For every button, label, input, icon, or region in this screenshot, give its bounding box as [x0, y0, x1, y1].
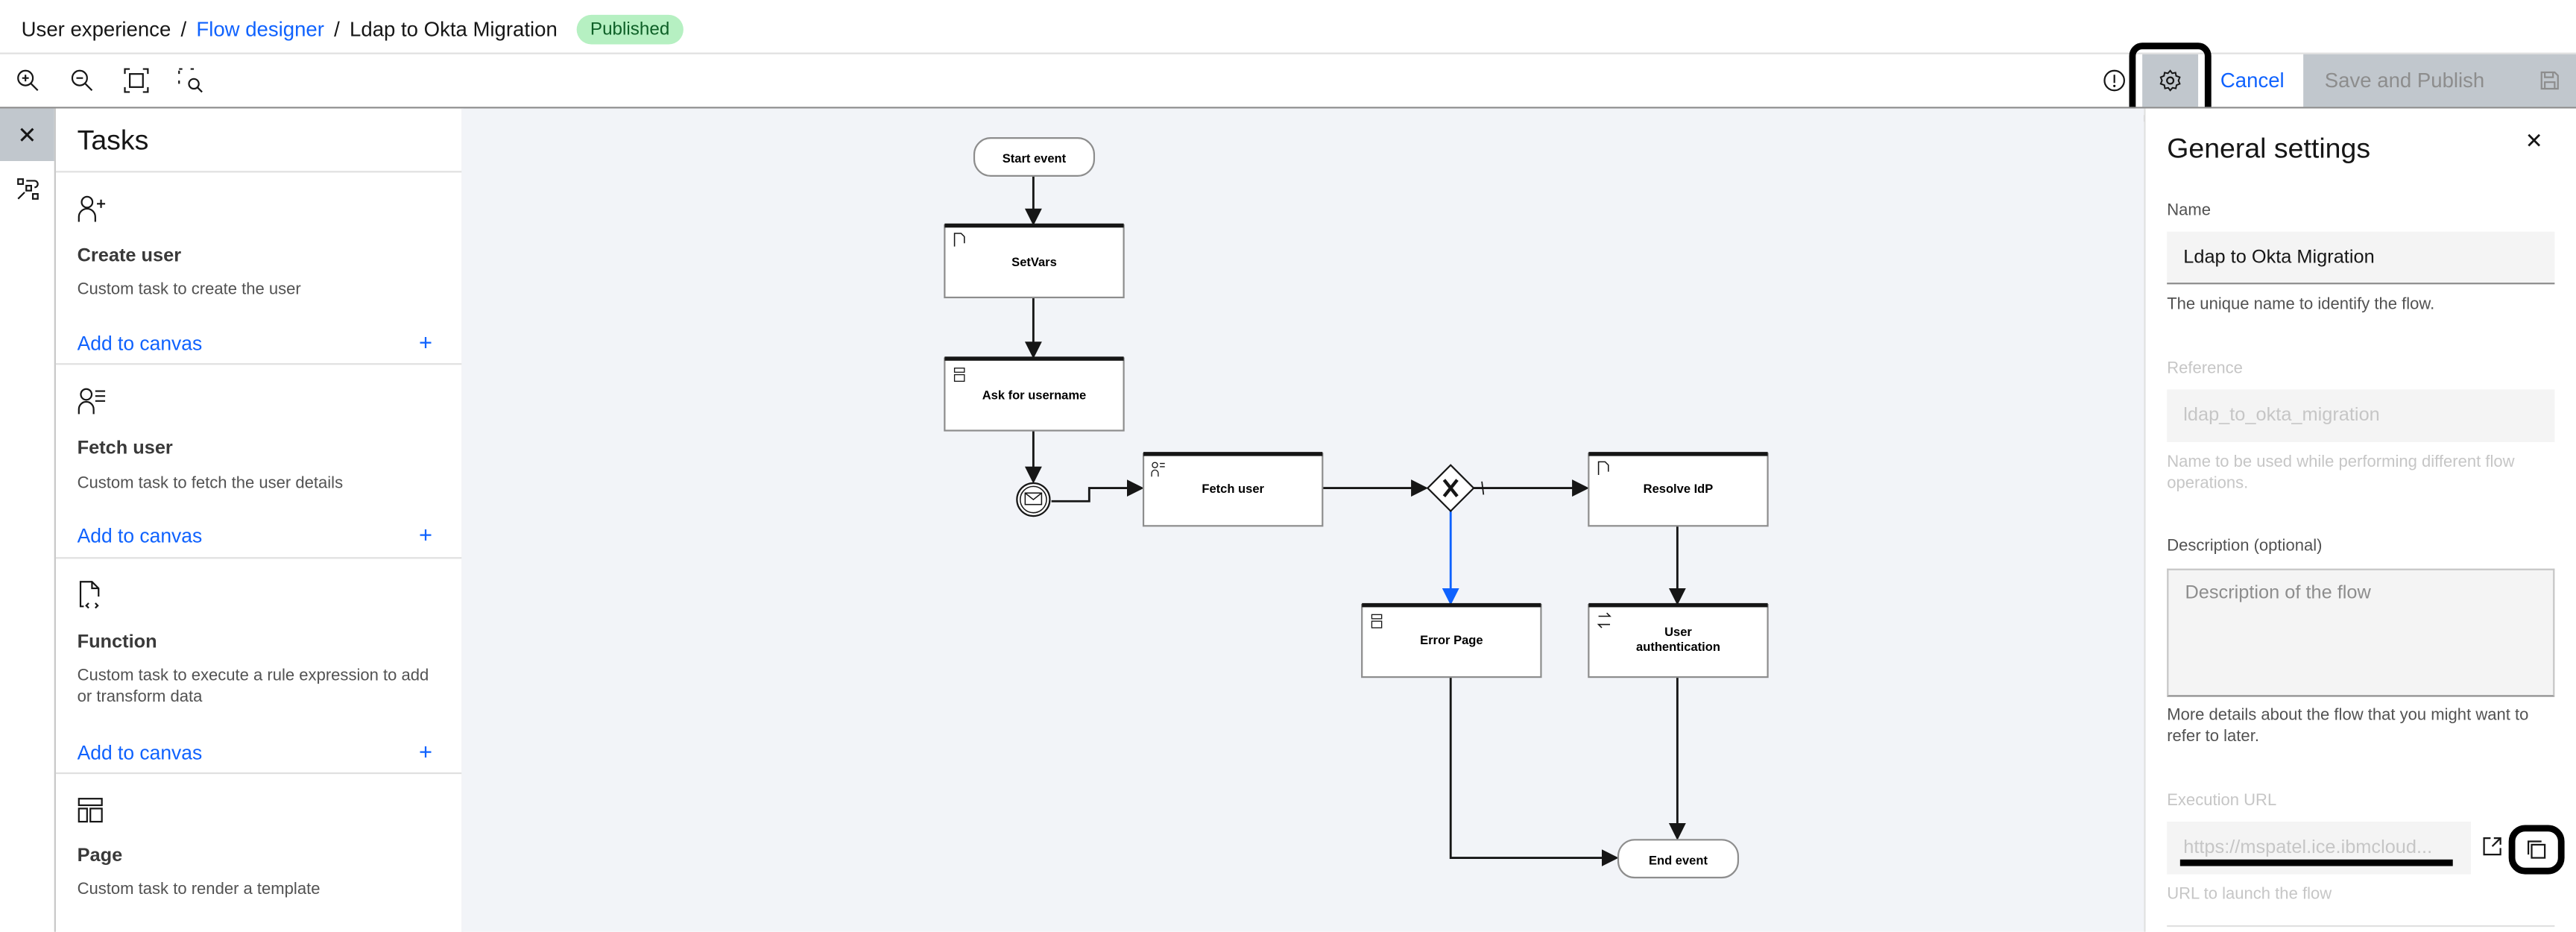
page-layout-icon — [78, 798, 103, 823]
breadcrumb: User experience/ Flow designer/ Ldap to … — [21, 14, 684, 45]
node-label: Fetch user — [1202, 482, 1264, 496]
description-helper: More details about the flow that you mig… — [2167, 706, 2529, 746]
node-label: authentication — [1636, 640, 1720, 654]
page-icon — [953, 368, 965, 373]
task-name: Create user — [77, 246, 182, 267]
node-label: Start event — [1003, 151, 1067, 166]
tasks-title: Tasks — [77, 125, 149, 157]
tasks-panel: Tasks Create user Custom task to create … — [55, 108, 464, 932]
close-panel-button[interactable]: ✕ — [2525, 127, 2543, 153]
exclusive-gateway-node[interactable] — [1426, 464, 1475, 513]
node-label: Error Page — [1420, 633, 1483, 647]
add-icon[interactable]: + — [419, 737, 433, 764]
add-icon[interactable]: + — [419, 328, 433, 356]
end-event-node[interactable]: End event — [1617, 839, 1740, 879]
task-node-fetch-user[interactable]: Fetch user — [1142, 452, 1324, 527]
node-label: SetVars — [1011, 255, 1057, 269]
close-icon: ✕ — [17, 121, 37, 148]
name-helper: The unique name to identify the flow. — [2167, 295, 2435, 314]
user-list-icon — [78, 388, 106, 415]
task-name: Page — [77, 846, 123, 866]
reference-label: Reference — [2167, 359, 2243, 378]
reference-helper: Name to be used while performing differe… — [2167, 453, 2515, 494]
function-icon — [1597, 461, 1609, 475]
task-name: Function — [77, 632, 157, 653]
message-event-node[interactable] — [1016, 482, 1051, 517]
divider — [55, 363, 462, 365]
task-description: Custom task to execute a rule expression… — [77, 667, 429, 707]
warning-icon[interactable] — [2103, 69, 2126, 92]
execution-url-label: Execution URL — [2167, 792, 2277, 810]
add-to-canvas-link[interactable]: Add to canvas — [77, 524, 203, 547]
envelope-icon — [1024, 492, 1043, 506]
task-node-setvars[interactable]: SetVars — [944, 223, 1125, 299]
node-label: Ask for username — [982, 388, 1087, 403]
task-description: Custom task to render a template — [77, 881, 321, 899]
name-input[interactable]: Ldap to Okta Migration — [2167, 231, 2555, 285]
save-label: Save and Publish — [2324, 69, 2485, 92]
start-event-node[interactable]: Start event — [973, 137, 1096, 177]
divider — [2167, 925, 2555, 928]
function-file-icon — [79, 581, 100, 609]
breadcrumb-flow-designer[interactable]: Flow designer — [196, 18, 324, 42]
save-and-publish-button[interactable]: Save and Publish — [2303, 54, 2576, 107]
add-to-canvas-link[interactable]: Add to canvas — [77, 332, 203, 356]
user-list-icon — [1152, 462, 1158, 468]
left-rail — [0, 108, 56, 932]
execution-url-helper: URL to launch the flow — [2167, 886, 2332, 904]
task-node-ask-for-username[interactable]: Ask for username — [944, 356, 1125, 432]
execution-url-input: https://mspatel.ice.ibmcloud... — [2167, 822, 2471, 875]
launch-icon[interactable] — [2482, 837, 2501, 856]
description-label: Description (optional) — [2167, 537, 2323, 555]
settings-button[interactable] — [2142, 54, 2199, 107]
redaction-bar — [2179, 859, 2453, 866]
node-label: Resolve IdP — [1644, 482, 1714, 496]
divider — [0, 52, 2576, 54]
breadcrumb-user-experience[interactable]: User experience — [21, 18, 171, 42]
status-badge: Published — [577, 14, 684, 45]
divider — [55, 171, 462, 173]
breadcrumb-current: Ldap to Okta Migration — [350, 18, 558, 42]
panel-title: General settings — [2167, 133, 2371, 165]
divider — [55, 557, 462, 559]
save-icon — [2540, 71, 2559, 90]
add-to-canvas-link[interactable]: Add to canvas — [77, 741, 203, 764]
zoom-out-icon[interactable] — [69, 67, 95, 93]
name-label: Name — [2167, 202, 2212, 221]
gear-icon — [2159, 69, 2181, 92]
node-label: User — [1664, 625, 1692, 639]
divider — [0, 107, 2576, 109]
task-node-resolve-idp[interactable]: Resolve IdP — [1588, 452, 1769, 527]
page-icon — [1371, 614, 1383, 620]
task-node-error-page[interactable]: Error Page — [1361, 602, 1542, 678]
copy-button[interactable] — [2508, 825, 2565, 875]
function-icon — [953, 233, 965, 247]
switch-icon — [1597, 612, 1611, 629]
close-tasks-button[interactable]: ✕ — [0, 108, 54, 162]
zoom-area-icon[interactable] — [177, 67, 203, 93]
flow-diagram-icon[interactable] — [16, 177, 40, 201]
task-description: Custom task to fetch the user details — [77, 474, 344, 494]
zoom-in-icon[interactable] — [15, 67, 41, 93]
add-icon[interactable]: + — [419, 520, 433, 547]
fit-to-screen-icon[interactable] — [123, 67, 149, 93]
copy-icon — [2528, 840, 2546, 859]
general-settings-panel: General settings ✕ Name Ldap to Okta Mig… — [2144, 108, 2576, 932]
default-flow-marker — [1481, 481, 1485, 495]
edge[interactable] — [1051, 479, 1144, 503]
task-description: Custom task to create the user — [77, 280, 301, 300]
description-textarea[interactable]: Description of the flow — [2167, 568, 2555, 697]
cancel-button[interactable]: Cancel — [2220, 69, 2285, 92]
divider — [55, 772, 462, 775]
task-name: Fetch user — [77, 438, 173, 459]
node-label: End event — [1649, 853, 1708, 867]
user-add-icon — [78, 195, 106, 222]
edge[interactable] — [1449, 677, 1619, 867]
reference-input: ldap_to_okta_migration — [2167, 389, 2555, 442]
